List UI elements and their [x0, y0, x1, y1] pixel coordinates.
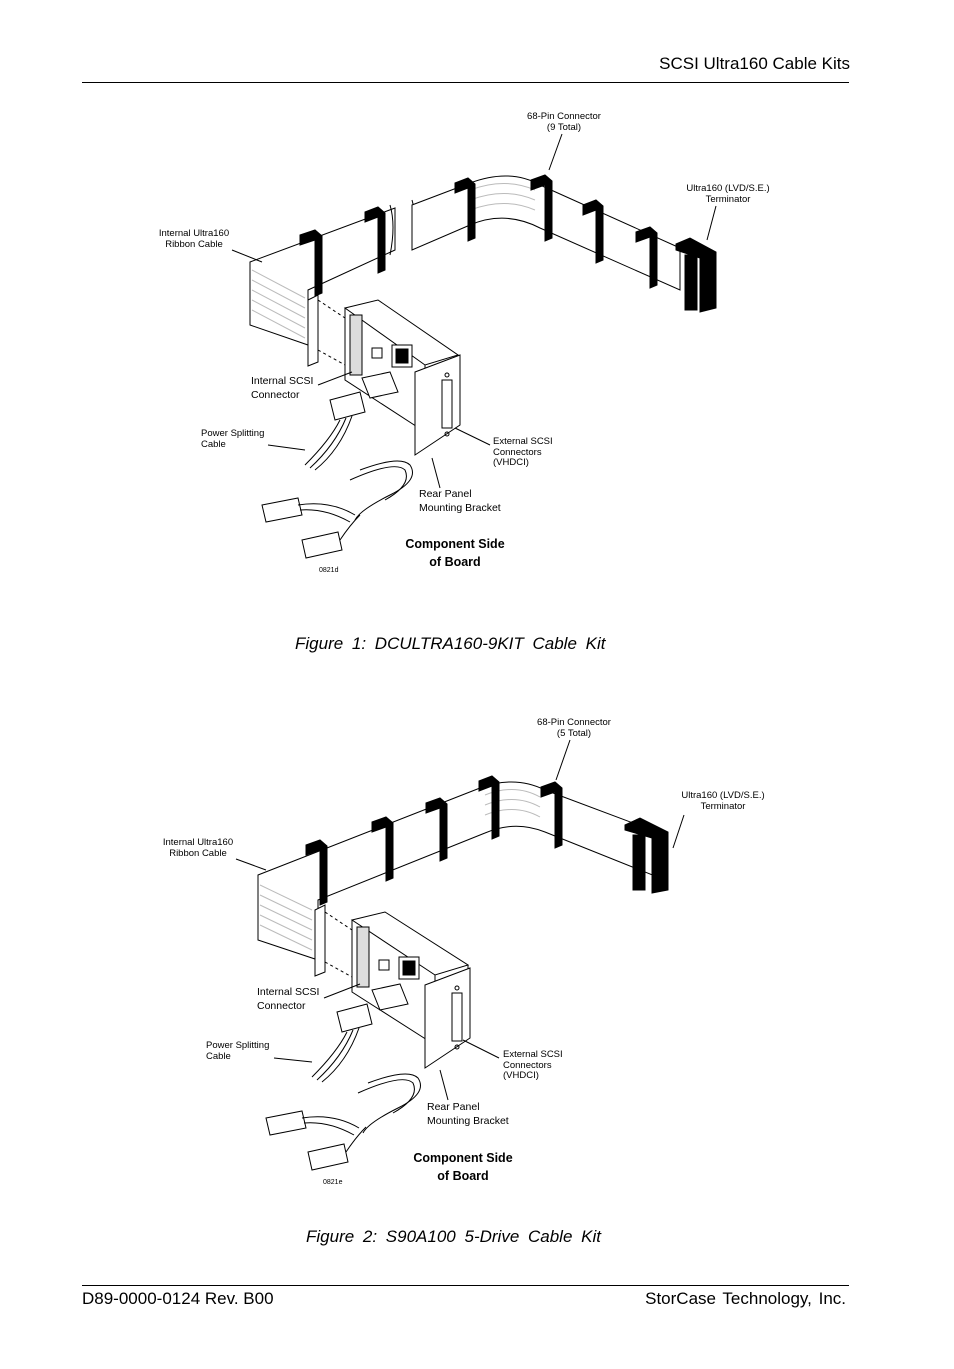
- figure-1-illustration: [231, 133, 717, 559]
- figure-1: 68-Pin Connector (9 Total) Ultra160 (LVD…: [0, 0, 954, 660]
- ribbon-label: Internal Ultra160 Ribbon Cable: [158, 228, 230, 250]
- footer-doc-number: D89-0000-0124 Rev. B00: [82, 1289, 274, 1308]
- component-side-label: Component Side of Board: [405, 537, 505, 569]
- power-splitting-cable: [261, 391, 413, 559]
- bracket-label: Rear Panel Mounting Bracket: [419, 488, 501, 514]
- ribbon-label: Internal Ultra160 Ribbon Cable: [162, 837, 234, 859]
- ribbon-cable-right: [411, 175, 681, 291]
- footer-rule: [82, 1285, 849, 1286]
- internal-scsi-label: Internal SCSI Connector: [251, 375, 314, 401]
- connector-blocks: [299, 174, 717, 313]
- bracket-label: Rear Panel Mounting Bracket: [427, 1101, 509, 1127]
- leader-lines: [231, 133, 717, 489]
- figure-code: 0821e: [323, 1179, 343, 1186]
- footer-company: StorCase Technology, Inc.: [645, 1289, 846, 1308]
- power-splitting-cable: [265, 1003, 421, 1171]
- leader-lines: [235, 739, 685, 1101]
- terminator-label: Ultra160 (LVD/S.E.) Terminator: [686, 183, 770, 205]
- controller-board: [343, 299, 461, 456]
- external-scsi-label: External SCSI Connectors (VHDCI): [493, 436, 553, 468]
- connector-label: 68-Pin Connector (5 Total): [537, 717, 611, 739]
- figure-2-caption: Figure 2: S90A100 5-Drive Cable Kit: [306, 1227, 601, 1246]
- figure-2-illustration: [235, 739, 685, 1171]
- figure-1-caption: Figure 1: DCULTRA160-9KIT Cable Kit: [295, 634, 606, 653]
- header-rule: [82, 82, 849, 83]
- terminator-label: Ultra160 (LVD/S.E.) Terminator: [681, 790, 765, 812]
- power-cable-label: Power Splitting Cable: [201, 428, 265, 450]
- component-side-label: Component Side of Board: [413, 1151, 513, 1183]
- figure-2: 68-Pin Connector (5 Total) Ultra160 (LVD…: [162, 717, 765, 1246]
- internal-scsi-label: Internal SCSI Connector: [257, 986, 320, 1012]
- ribbon-cable: [257, 781, 666, 961]
- connector-blocks: [305, 775, 669, 906]
- controller-board: [350, 911, 471, 1069]
- connector-label: 68-Pin Connector (9 Total): [527, 111, 601, 133]
- external-scsi-label: External SCSI Connectors (VHDCI): [503, 1049, 563, 1081]
- power-cable-label: Power Splitting Cable: [206, 1040, 270, 1062]
- figure-code: 0821d: [319, 567, 339, 574]
- header-title: SCSI Ultra160 Cable Kits: [659, 54, 850, 73]
